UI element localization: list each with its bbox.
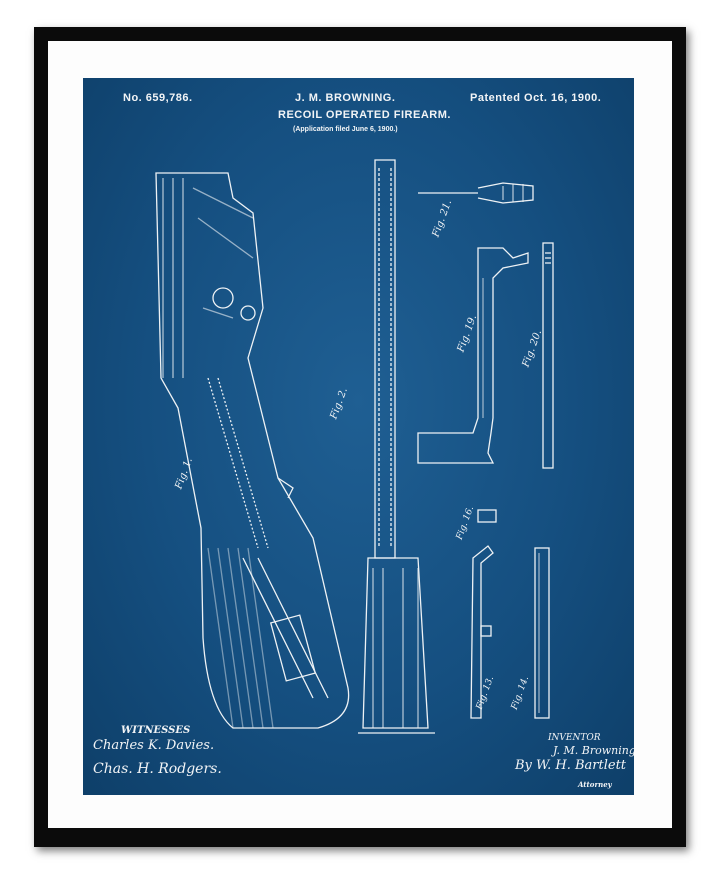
attorney-signature: By W. H. Bartlett <box>515 758 627 773</box>
part-fig-21 <box>418 182 534 204</box>
inventor-signature: J. M. Browning <box>553 744 634 757</box>
inventor-label: INVENTOR <box>548 733 601 743</box>
part-fig-19 <box>417 247 529 464</box>
blueprint-print: No. 659,786. J. M. BROWNING. Patented Oc… <box>83 78 634 795</box>
part-fig-14 <box>534 547 550 719</box>
patent-date: Patented Oct. 16, 1900. <box>470 92 602 104</box>
part-fig-20 <box>542 242 554 469</box>
attorney-label: Attorney <box>578 780 612 789</box>
inventor-name: J. M. BROWNING. <box>295 92 396 104</box>
patent-drawing <box>155 159 554 734</box>
picture-frame: No. 659,786. J. M. BROWNING. Patented Oc… <box>34 27 686 847</box>
white-mat: No. 659,786. J. M. BROWNING. Patented Oc… <box>48 41 672 828</box>
rifle-drawing-fig-1 <box>155 172 350 729</box>
part-fig-13 <box>470 545 494 719</box>
witnesses-label: WITNESSES <box>121 725 191 736</box>
witness-signature: Chas. H. Rodgers. <box>93 761 222 777</box>
barrel-drawing-fig-2 <box>358 159 435 734</box>
patent-title: RECOIL OPERATED FIREARM. <box>278 109 451 121</box>
part-fig-16 <box>477 509 497 523</box>
application-date: (Application filed June 6, 1900.) <box>293 126 398 133</box>
patent-number: No. 659,786. <box>123 92 193 104</box>
witness-signature: Charles K. Davies. <box>93 738 215 753</box>
